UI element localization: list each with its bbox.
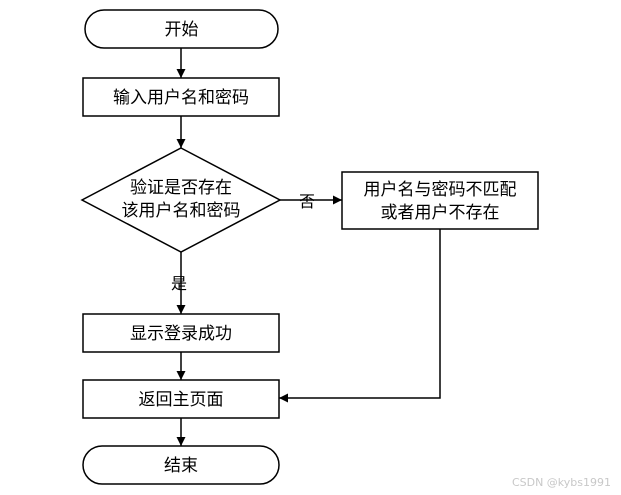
end-label: 结束 <box>164 456 198 476</box>
start-terminator: 开始 <box>84 9 279 49</box>
end-terminator: 结束 <box>82 445 280 485</box>
input-process-label: 输入用户名和密码 <box>113 88 249 108</box>
success-process-label: 显示登录成功 <box>130 324 232 344</box>
start-label: 开始 <box>165 20 199 40</box>
input-process-box: 输入用户名和密码 <box>82 77 280 117</box>
return-home-process-label: 返回主页面 <box>139 390 224 410</box>
success-process-box: 显示登录成功 <box>82 313 280 353</box>
mismatch-process-line2: 或者用户不存在 <box>381 203 500 223</box>
verify-decision-line2: 该用户名和密码 <box>122 201 241 221</box>
return-home-process-box: 返回主页面 <box>82 379 280 419</box>
mismatch-process-line1: 用户名与密码不匹配 <box>364 180 517 200</box>
watermark: CSDN @kybs1991 <box>511 476 611 489</box>
verify-decision: 验证是否存在 该用户名和密码 <box>80 147 282 253</box>
verify-decision-line1: 验证是否存在 <box>130 178 232 198</box>
mismatch-process-box: 用户名与密码不匹配 或者用户不存在 <box>341 171 539 230</box>
yes-branch-label: 是 <box>171 274 187 293</box>
no-branch-label: 否 <box>299 192 315 211</box>
edge-mismatch-to-return <box>279 229 441 403</box>
